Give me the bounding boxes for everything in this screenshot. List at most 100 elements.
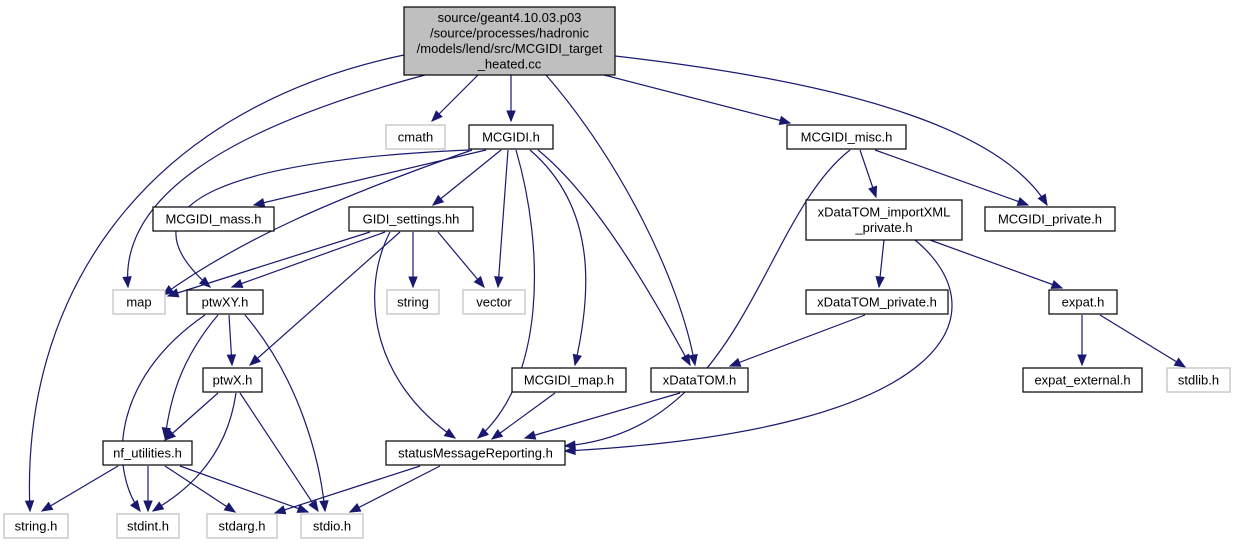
edge-root-to-mcgidi_private (614, 55, 1048, 207)
node-xdatatom_h[interactable]: xDataTOM.h (650, 367, 749, 393)
edge-gidi_settings-to-map (166, 231, 371, 298)
edge-xdatatom_importxml-to-expat_h (929, 239, 1064, 289)
node-label: MCGIDI_map.h (524, 372, 614, 387)
node-box (348, 206, 474, 232)
edge-mcgidi_h-to-xdatatom_h (537, 149, 691, 367)
edge-line (167, 231, 371, 297)
edge-line (729, 314, 866, 367)
node-label: ptwX.h (213, 372, 253, 387)
node-box (786, 124, 907, 150)
arrowhead (476, 427, 490, 439)
edge-line (121, 314, 206, 512)
node-label: map (126, 294, 151, 309)
arrowhead (490, 428, 504, 440)
node-label: stdlib.h (1178, 372, 1219, 387)
node-box (3, 513, 69, 539)
node-expat_external[interactable]: expat_external.h (1022, 367, 1143, 393)
node-mcgidi_misc[interactable]: MCGIDI_misc.h (786, 124, 907, 150)
node-box (462, 289, 526, 315)
node-label: xDataTOM.h (663, 372, 736, 387)
edge-line (437, 231, 485, 288)
node-status_msg[interactable]: statusMessageReporting.h (385, 440, 566, 466)
edge-line (524, 392, 681, 439)
arrowhead (151, 501, 165, 512)
edge-line (529, 149, 587, 366)
arrowhead (1050, 279, 1064, 289)
edge-ptwx-to-stdint_h (151, 392, 237, 512)
arrowhead (230, 278, 244, 288)
node-box (650, 367, 749, 393)
node-label: expat.h (1062, 294, 1105, 309)
node-mcgidi_mass[interactable]: MCGIDI_mass.h (152, 206, 275, 232)
arrowhead (494, 276, 504, 289)
node-mcgidi_h[interactable]: MCGIDI.h (468, 124, 554, 150)
node-stdarg_h: stdarg.h (206, 513, 278, 539)
node-box (206, 513, 278, 539)
node-box (300, 513, 364, 539)
node-box (805, 199, 963, 241)
edge-line (537, 149, 691, 366)
arrowhead (223, 502, 237, 513)
edge-ptwxy-to-stdint_h (121, 314, 206, 513)
node-label: xDataTOM_importXML (818, 205, 951, 220)
arrowhead (1016, 196, 1030, 206)
node-cmath: cmath (385, 124, 446, 150)
node-box (468, 124, 554, 150)
edge-nf_utilities-to-stdint_h (143, 466, 153, 513)
arrowhead (40, 501, 54, 512)
edge-root-to-cmath (431, 74, 479, 122)
edge-line (175, 149, 470, 288)
arrowhead (473, 275, 485, 289)
node-xdatatom_private[interactable]: xDataTOM_private.h (805, 289, 949, 315)
edge-mcgidi_map-to-status_msg (490, 392, 556, 440)
node-label: expat_external.h (1034, 372, 1130, 387)
node-label: MCGIDI_misc.h (801, 129, 893, 144)
node-ptwx[interactable]: ptwX.h (202, 367, 263, 393)
node-label: GIDI_settings.hh (363, 211, 460, 226)
edge-line (231, 231, 386, 288)
node-box (385, 440, 566, 466)
node-ptwxy[interactable]: ptwXY.h (186, 289, 264, 315)
node-mcgidi_private[interactable]: MCGIDI_private.h (984, 206, 1116, 232)
arrowhead (198, 276, 212, 288)
edge-mcgidi_h-to-mcgidi_map (529, 149, 587, 367)
edge-line (497, 149, 509, 288)
node-nf_utilities[interactable]: nf_utilities.h (102, 440, 193, 466)
edge-line (491, 392, 556, 440)
node-mcgidi_map[interactable]: MCGIDI_map.h (511, 367, 627, 393)
node-label: MCGIDI_private.h (998, 211, 1102, 226)
node-root[interactable]: source/geant4.10.03.p03/source/processes… (403, 6, 616, 76)
arrowhead (728, 357, 742, 367)
node-expat_h[interactable]: expat.h (1048, 289, 1118, 315)
node-box (511, 367, 627, 393)
edge-line (432, 149, 502, 206)
arrowhead (431, 194, 445, 206)
edge-line (1099, 314, 1186, 368)
node-label: stdarg.h (219, 518, 266, 533)
edge-xdatatom_importxml-to-status_msg (563, 239, 953, 456)
node-gidi_settings[interactable]: GIDI_settings.hh (348, 206, 474, 232)
node-box (202, 367, 263, 393)
edge-layer (24, 54, 1187, 515)
node-xdatatom_importxml[interactable]: xDataTOM_importXML_private.h (805, 199, 963, 241)
edge-line (431, 74, 479, 122)
arrowhead (443, 428, 457, 439)
node-map: map (112, 289, 166, 315)
node-box (386, 289, 440, 315)
edge-xdatatom_importxml-to-xdatatom_private (875, 239, 885, 289)
arrowhead (226, 354, 237, 367)
edge-expat_h-to-stdlib_h (1099, 314, 1187, 368)
edge-mcgidi_h-to-status_msg (476, 149, 536, 439)
node-label: _private.h (854, 220, 912, 235)
edge-nf_utilities-to-string_h (40, 465, 119, 512)
arrowhead (296, 503, 310, 513)
node-stdlib_h: stdlib.h (1166, 367, 1231, 393)
arrowhead (1077, 354, 1087, 367)
arrowhead (408, 276, 418, 289)
arrowhead (431, 110, 443, 122)
arrowhead (506, 110, 516, 123)
arrowhead (273, 505, 287, 515)
edge-mcgidi_h-to-mcgidi_mass (252, 149, 487, 208)
edge-line (41, 465, 119, 512)
node-box (805, 289, 949, 315)
